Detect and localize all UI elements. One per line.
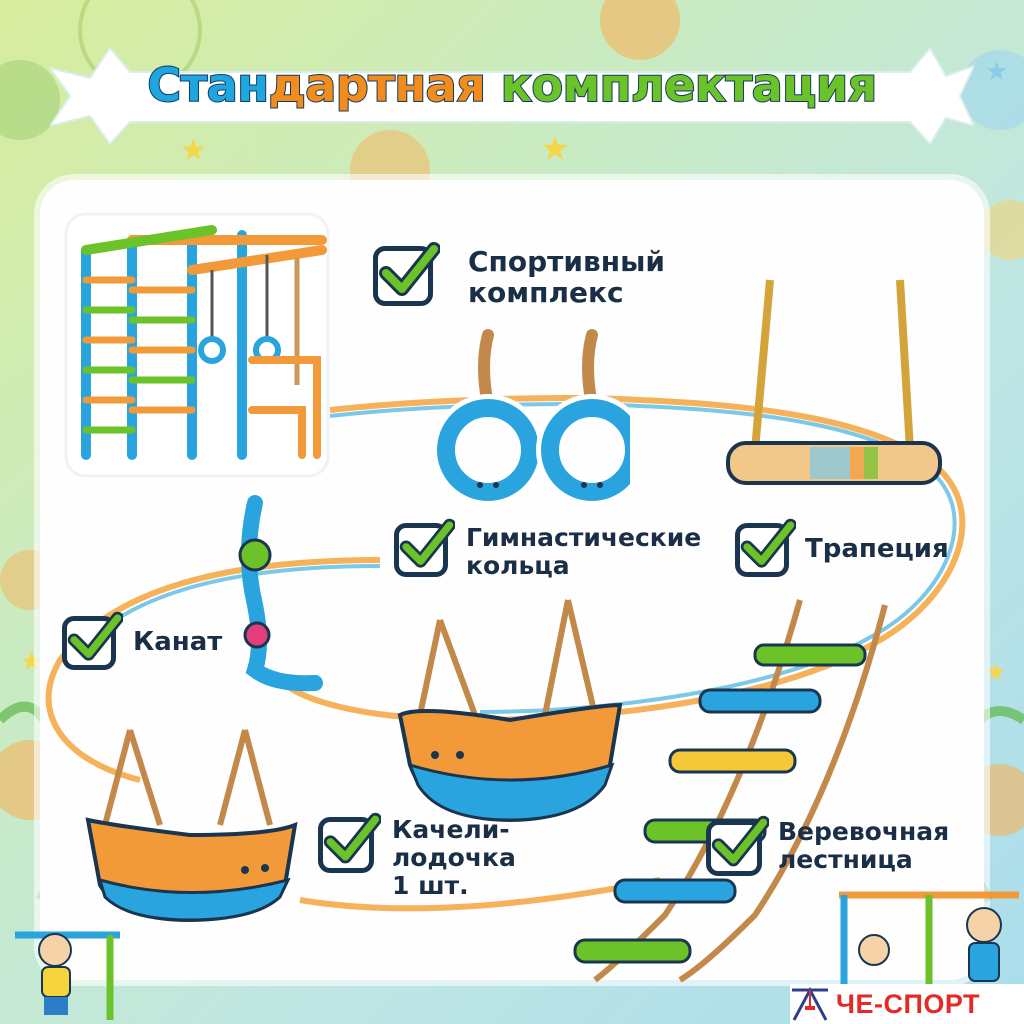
title-burst: [50, 48, 974, 144]
label-trapeze: Трапеция: [805, 534, 949, 564]
trapeze-illustration: [726, 279, 942, 485]
boat-swing-illustration-2: [85, 729, 298, 923]
rope-ladder-illustration: [573, 599, 888, 983]
checkmark-icon: [399, 518, 455, 568]
checkmark-icon: [323, 812, 381, 864]
label-rope: Канат: [133, 627, 223, 657]
title-part3: комплектация: [500, 57, 878, 113]
rope-illustration: [238, 495, 323, 692]
title-part2: дартная: [268, 57, 487, 113]
checkbox-sports-complex: [373, 242, 440, 306]
checkbox-boat-swing: [318, 812, 381, 873]
swing-logo-icon: [792, 986, 828, 1021]
checkmark-icon: [740, 518, 796, 568]
sports-complex-illustration: [64, 212, 330, 478]
gymnastic-rings-illustration: [432, 329, 630, 506]
checkbox-rope-ladder: [706, 815, 769, 876]
brand-logo: ЧЕ-СПОРТ: [790, 984, 1024, 1024]
checkmark-icon: [67, 611, 123, 661]
page-title: Стандартная комплектация: [0, 57, 1024, 113]
title-part1: Стан: [146, 57, 270, 113]
boat-swing-illustration: [397, 599, 623, 823]
checkbox-rope: [62, 611, 123, 670]
checkmark-icon: [379, 242, 440, 296]
checkbox-trapeze: [735, 518, 796, 577]
checkbox-rings: [394, 518, 455, 577]
checkmark-icon: [711, 815, 769, 867]
brand-name: ЧЕ-СПОРТ: [836, 988, 981, 1019]
